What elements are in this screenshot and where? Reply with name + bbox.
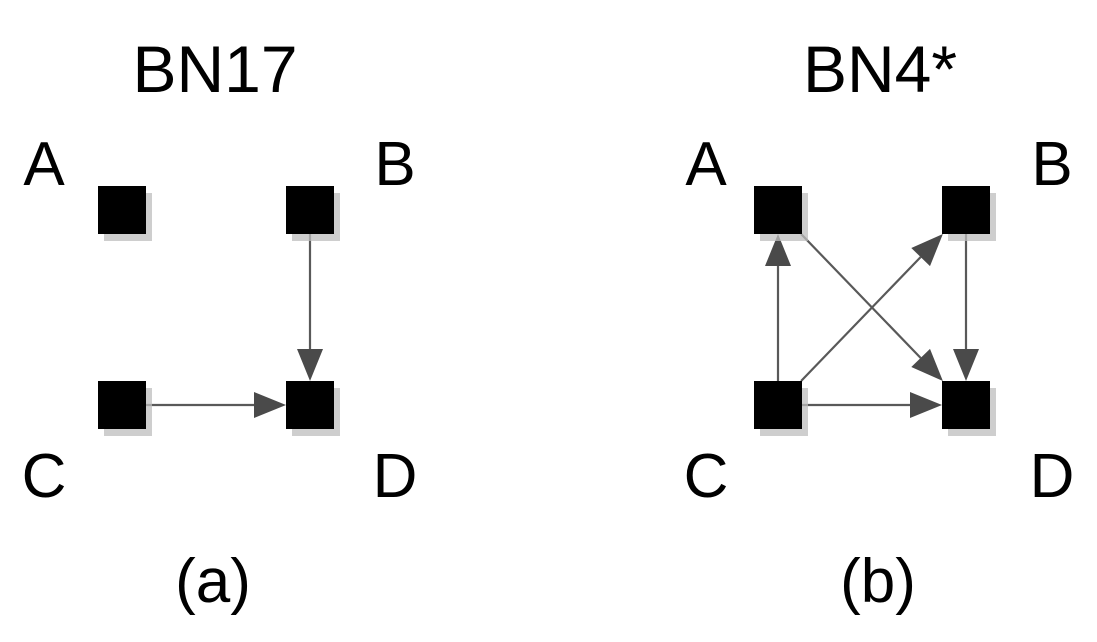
node-square [98,381,146,429]
panel-a-node-label-a: A [23,130,65,199]
panel-b-node-label-c: C [684,442,729,511]
edge-a-d-line [800,233,922,359]
node-square [942,381,990,429]
node-square [942,186,990,234]
panel-a-nodes [98,186,340,436]
panel-a-edge-b-d [297,234,323,381]
panel-b-edges [765,233,979,418]
panel-a-edge-c-d [146,392,286,418]
edge-c-b-arrowhead [911,234,943,267]
panel-b-node-label-b: B [1031,130,1072,199]
panel-a-edges [146,234,323,418]
panel-b-node-c [754,381,808,436]
panel-a-title: BN17 [132,32,297,106]
panel-a-node-label-b: B [374,130,415,199]
panel-a-node-c [98,381,152,436]
panel-b-edge-a-d [800,233,943,381]
edge-c-d-arrowhead [910,392,942,418]
edge-c-d-arrowhead [254,392,286,418]
node-square [98,186,146,234]
edge-b-d-arrowhead [297,349,323,381]
node-square [754,186,802,234]
panel-b-edge-b-d [953,234,979,381]
panel-a-node-label-d: D [373,442,418,511]
panel-a-node-a [98,186,152,241]
panel-b-nodes [754,186,996,436]
panel-a: BN17 A B C D (a) [22,32,418,616]
panel-b-edge-c-b [800,234,943,382]
panel-b-node-label-d: D [1030,442,1075,511]
panel-b-node-label-a: A [685,130,727,199]
panel-a-caption: (a) [175,547,251,616]
node-square [754,381,802,429]
panel-b-node-d [942,381,996,436]
edge-b-d-arrowhead [953,349,979,381]
panel-b-title: BN4* [803,32,957,106]
node-square [286,186,334,234]
panel-b-edge-c-d [802,392,942,418]
panel-a-node-d [286,381,340,436]
edge-a-d-arrowhead [911,348,943,381]
edge-c-a-arrowhead [765,234,791,266]
edge-c-b-line [800,256,922,382]
panel-a-node-b [286,186,340,241]
panel-b-node-b [942,186,996,241]
panel-b-edge-c-a [765,234,791,381]
panel-b: BN4* A B C D (b) [684,32,1075,616]
panel-b-caption: (b) [840,547,916,616]
panel-b-node-a [754,186,808,241]
panel-a-node-label-c: C [22,442,67,511]
node-square [286,381,334,429]
